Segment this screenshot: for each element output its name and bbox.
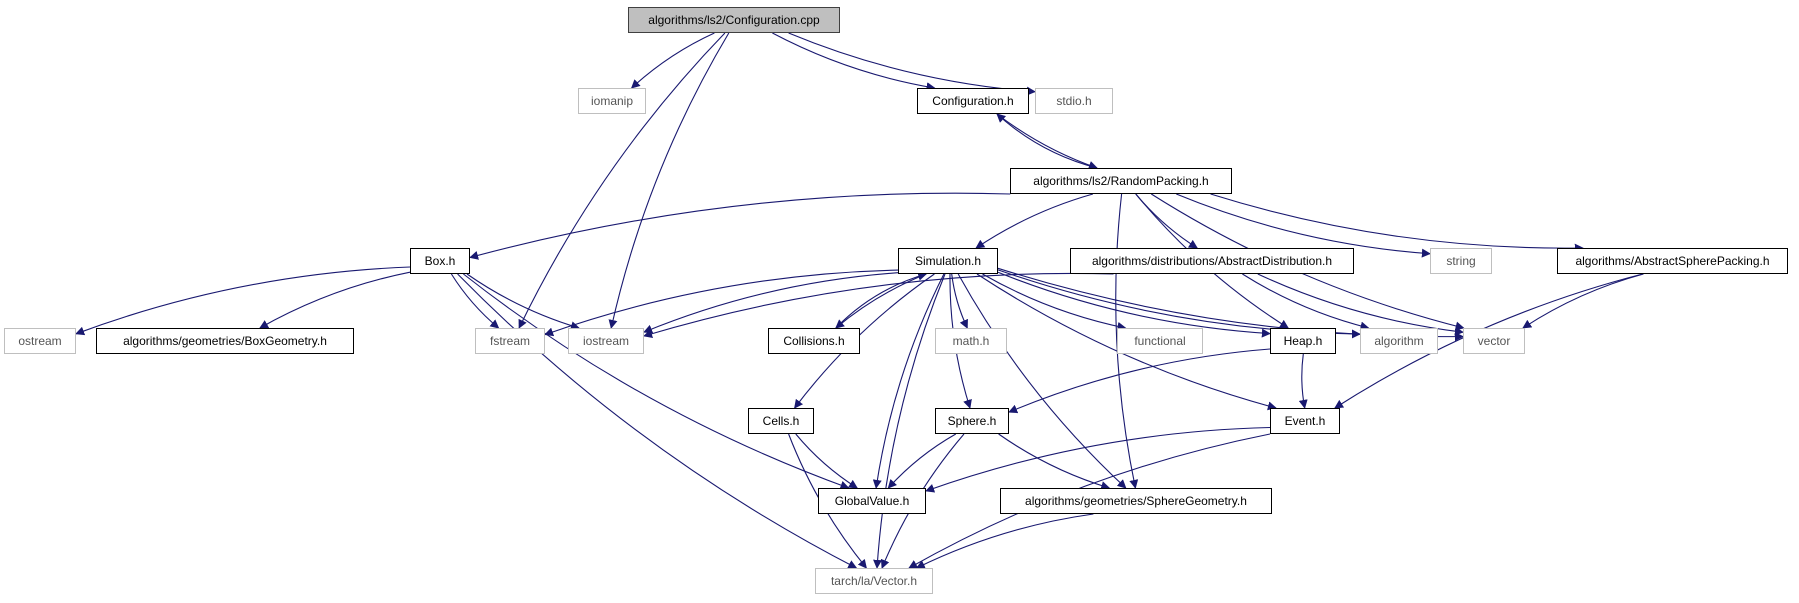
edge-sphere-geometry-h-to-vector-h: [915, 513, 1094, 569]
edge-random-packing-h-to-box-h: [469, 192, 1011, 260]
edge-sphere-h-to-global-value-h: [887, 433, 957, 489]
node-fstream: fstream: [475, 328, 545, 354]
edge-sphere-h-to-sphere-geometry-h: [998, 433, 1111, 490]
node-vector: vector: [1463, 328, 1525, 354]
node-abstract-sphere-packing-h[interactable]: algorithms/AbstractSpherePacking.h: [1557, 248, 1788, 274]
node-iostream: iostream: [568, 328, 644, 354]
edge-simulation-h-to-iostream: [643, 272, 899, 334]
node-stdio-h: stdio.h: [1035, 88, 1113, 114]
edge-abstract-sphere-packing-h-to-vector: [1522, 273, 1644, 329]
edge-box-h-to-box-geometry-h: [259, 271, 411, 329]
node-simulation-h[interactable]: Simulation.h: [898, 248, 998, 274]
edge-simulation-h-to-fstream: [544, 269, 899, 337]
edge-random-packing-h-to-sphere-geometry-h: [1115, 193, 1139, 489]
edge-random-packing-h-to-simulation-h: [975, 193, 1094, 249]
edge-box-h-to-iostream: [466, 273, 580, 330]
node-heap-h[interactable]: Heap.h: [1270, 328, 1336, 354]
edge-collisions-h-to-simulation-h: [835, 271, 928, 329]
edge-event-h-to-global-value-h: [925, 426, 1271, 493]
node-collisions-h[interactable]: Collisions.h: [768, 328, 860, 354]
edge-box-h-to-vector-h: [457, 273, 858, 569]
node-random-packing-h[interactable]: algorithms/ls2/RandomPacking.h: [1010, 168, 1232, 194]
edge-box-h-to-ostream: [75, 266, 411, 336]
node-ostream: ostream: [4, 328, 76, 354]
edge-heap-h-to-sphere-h: [1008, 348, 1271, 414]
node-abstract-distribution-h[interactable]: algorithms/distributions/AbstractDistrib…: [1070, 248, 1354, 274]
edge-random-packing-h-to-abstract-distribution-h: [1135, 193, 1198, 249]
edge-random-packing-h-to-abstract-sphere-packing-h: [1210, 193, 1584, 253]
edge-simulation-h-to-vector-h: [873, 273, 946, 569]
edge-box-h-to-fstream: [450, 273, 500, 329]
edge-configuration-h-to-random-packing-h: [996, 113, 1098, 170]
node-sphere-geometry-h[interactable]: algorithms/geometries/SphereGeometry.h: [1000, 488, 1272, 514]
node-iomanip: iomanip: [578, 88, 646, 114]
edge-configuration-cpp-to-fstream: [518, 32, 726, 329]
edge-simulation-h-to-global-value-h: [872, 273, 945, 489]
edge-simulation-h-to-functional: [982, 273, 1127, 331]
edge-random-packing-h-to-configuration-h: [996, 113, 1098, 169]
edge-configuration-cpp-to-iostream: [608, 32, 730, 329]
node-box-geometry-h[interactable]: algorithms/geometries/BoxGeometry.h: [96, 328, 354, 354]
node-algorithm: algorithm: [1360, 328, 1438, 354]
node-string: string: [1430, 248, 1492, 274]
node-functional: functional: [1117, 328, 1203, 354]
node-global-value-h[interactable]: GlobalValue.h: [818, 488, 926, 514]
node-cells-h[interactable]: Cells.h: [748, 408, 814, 434]
edge-heap-h-to-event-h: [1298, 353, 1308, 409]
node-sphere-h[interactable]: Sphere.h: [935, 408, 1009, 434]
edge-simulation-h-to-heap-h: [997, 271, 1271, 338]
edge-simulation-h-to-collisions-h: [835, 273, 927, 329]
node-vector-h: tarch/la/Vector.h: [815, 568, 933, 594]
edge-abstract-distribution-h-to-algorithm: [1242, 273, 1370, 331]
node-configuration-cpp: algorithms/ls2/Configuration.cpp: [628, 7, 840, 33]
edge-box-h-to-global-value-h: [463, 273, 850, 490]
node-box-h[interactable]: Box.h: [410, 248, 470, 274]
edge-abstract-distribution-h-to-iostream: [643, 272, 1114, 338]
edge-configuration-cpp-to-iomanip: [630, 32, 715, 89]
node-math-h: math.h: [935, 328, 1007, 354]
edge-event-h-to-vector-h: [908, 433, 1271, 569]
edge-cells-h-to-global-value-h: [795, 433, 858, 489]
node-event-h[interactable]: Event.h: [1270, 408, 1340, 434]
edge-configuration-cpp-to-configuration-h: [772, 32, 936, 92]
node-configuration-h[interactable]: Configuration.h: [917, 88, 1029, 114]
edge-random-packing-h-to-string: [1176, 193, 1431, 258]
edge-simulation-h-to-sphere-geometry-h: [957, 273, 1127, 489]
